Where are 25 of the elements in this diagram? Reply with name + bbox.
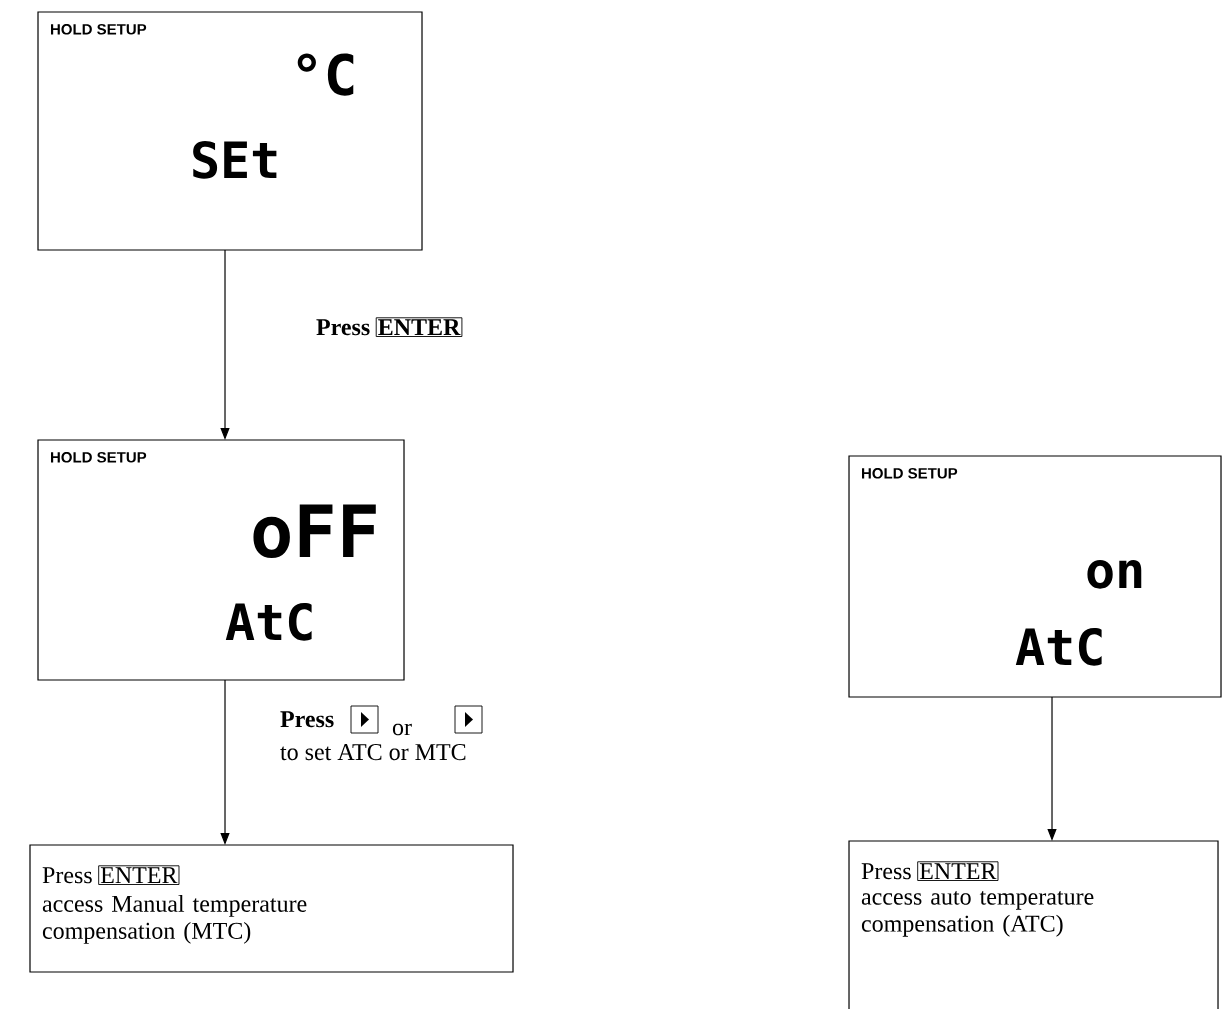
step-label: or bbox=[392, 723, 412, 736]
enter-key: ENTER bbox=[375, 317, 463, 337]
message-box bbox=[848, 840, 1219, 1010]
lcd-screen bbox=[37, 439, 405, 681]
display-readout: on bbox=[1087, 560, 1142, 589]
status-label: HOLD SETUP bbox=[51, 24, 147, 35]
display-readout: SEt bbox=[193, 140, 277, 179]
instruction-text: access auto temperature compensation (ATC) bbox=[861, 891, 1094, 937]
step-label: Press bbox=[316, 319, 370, 336]
display-readout: oFF bbox=[253, 504, 376, 559]
step-label: to set ATC or MTC bbox=[280, 744, 466, 761]
display-readout: °C bbox=[297, 53, 354, 96]
instruction-text: Press bbox=[42, 867, 92, 884]
lcd-screen bbox=[848, 455, 1222, 698]
instruction-text: access Manual temperature compensation (MTC) bbox=[42, 895, 307, 944]
instruction-text: Press bbox=[861, 863, 911, 880]
display-readout: AtC bbox=[1015, 627, 1102, 666]
display-readout: AtC bbox=[225, 602, 312, 641]
step-label: Press bbox=[280, 711, 334, 728]
status-label: HOLD SETUP bbox=[862, 468, 958, 479]
enter-key: ENTER bbox=[98, 865, 180, 885]
status-label: HOLD SETUP bbox=[51, 452, 147, 463]
lcd-screen bbox=[37, 11, 423, 251]
message-box bbox=[29, 844, 514, 973]
enter-key: ENTER bbox=[917, 861, 999, 881]
